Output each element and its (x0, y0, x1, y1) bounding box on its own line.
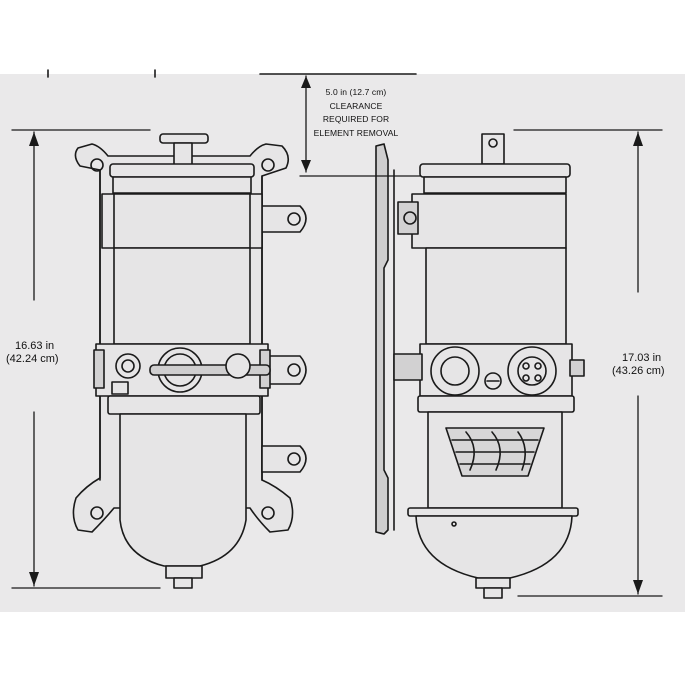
side-turbine-element (427, 411, 563, 509)
top-edge-ticks (47, 69, 417, 78)
clearance-line-3: REQUIRED FOR (322, 114, 390, 124)
clearance-label: 5.0 in (12.7 cm) CLEARANCE REQUIRED FOR … (300, 86, 412, 140)
side-back-plate (375, 143, 389, 535)
side-view (375, 133, 585, 599)
front-housing (113, 247, 251, 345)
front-bracket-hole (261, 506, 275, 520)
left-height-label: 16.63 in (42.24 cm) (6, 340, 59, 366)
front-t-handle (159, 133, 209, 166)
front-upper-band (101, 193, 263, 249)
clearance-line-1: 5.0 in (12.7 cm) (325, 87, 387, 97)
front-lid (109, 163, 255, 178)
side-bowl-rim (407, 507, 579, 517)
front-bracket-hole (261, 158, 275, 172)
front-bracket-hole (90, 158, 104, 172)
right-height-label: 17.03 in (43.26 cm) (612, 352, 665, 378)
side-bowl (415, 515, 573, 579)
side-drain (475, 577, 511, 589)
clearance-line-2: CLEARANCE (329, 100, 383, 111)
front-view (72, 133, 307, 589)
side-housing (425, 247, 567, 345)
front-bracket-hole (90, 506, 104, 520)
front-base-flange (107, 395, 261, 415)
side-head-assembly (393, 343, 585, 397)
side-upper-band (411, 193, 567, 249)
left-height-imperial: 16.63 in (15, 340, 55, 352)
clearance-line-4: ELEMENT REMOVAL (313, 127, 399, 138)
side-lid (419, 163, 571, 178)
front-bowl (119, 413, 247, 567)
right-height-imperial: 17.03 in (622, 352, 662, 364)
dimension-lines (11, 75, 663, 597)
right-height-metric: (43.26 cm) (612, 365, 665, 377)
front-head-assembly (93, 343, 271, 397)
front-drain (165, 565, 203, 579)
front-side-tabs (261, 205, 307, 473)
side-base-flange (417, 395, 575, 413)
left-height-metric: (42.24 cm) (6, 353, 59, 365)
